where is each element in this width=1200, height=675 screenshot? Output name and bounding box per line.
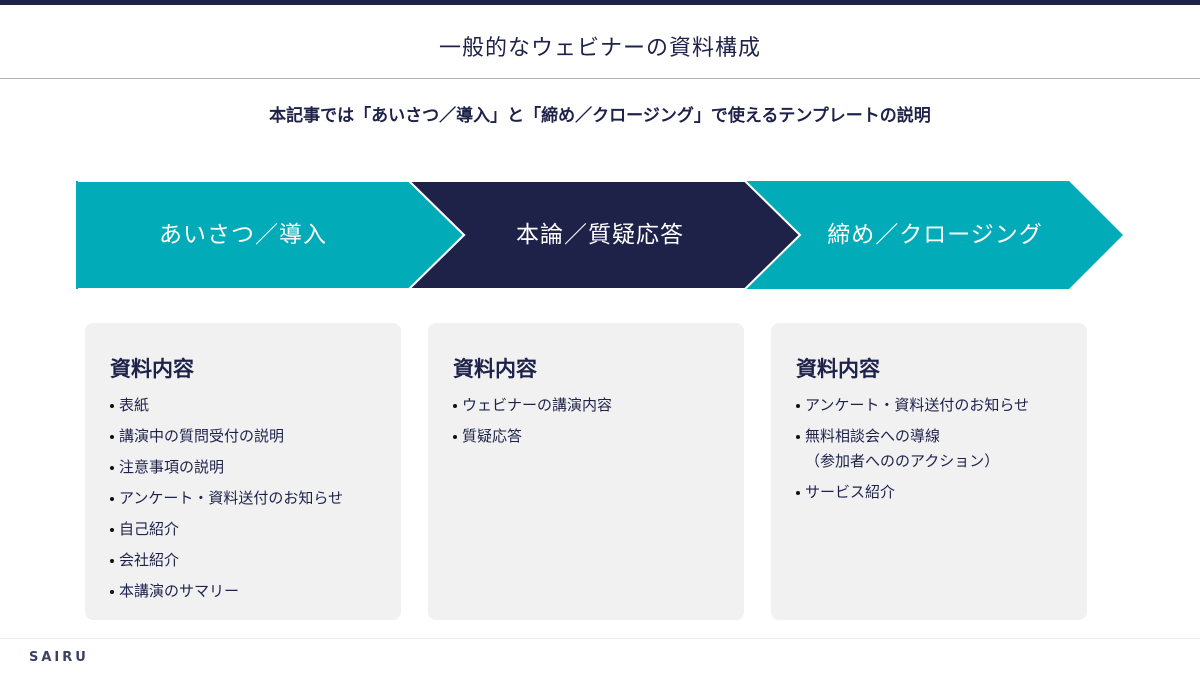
card-greeting-intro: 資料内容 表紙 講演中の質問受付の説明 注意事項の説明 アンケート・資料送付のお… [85,323,401,620]
list-item: 講演中の質問受付の説明 [109,424,343,449]
brand-logo: SAIRU [29,650,89,665]
list-item: 表紙 [109,393,343,418]
list-item-note: （参加者へののアクション） [805,452,1000,470]
card-item-list: ウェビナーの講演内容 質疑応答 [452,393,612,455]
card-heading: 資料内容 [453,357,537,381]
list-item: 質疑応答 [452,424,612,449]
step-2-label: 本論／質疑応答 [516,222,684,248]
list-item: サービス紹介 [795,480,1029,505]
list-item: 注意事項の説明 [109,455,343,480]
step-1-label: あいさつ／導入 [159,222,327,248]
list-item: アンケート・資料送付のお知らせ [795,393,1029,418]
card-main-qa: 資料内容 ウェビナーの講演内容 質疑応答 [428,323,744,620]
list-item-with-note: 無料相談会への導線 （参加者へののアクション） [795,424,1029,474]
title-divider [0,78,1200,79]
top-accent-bar [0,0,1200,5]
page-title: 一般的なウェビナーの資料構成 [438,36,761,61]
list-item: ウェビナーの講演内容 [452,393,612,418]
list-item: 会社紹介 [109,548,343,573]
card-heading: 資料内容 [110,357,194,381]
step-3-label: 締め／クロージング [827,222,1043,248]
card-item-list: アンケート・資料送付のお知らせ 無料相談会への導線 （参加者へののアクション） … [795,393,1029,511]
footer-divider [0,638,1200,639]
card-heading: 資料内容 [796,357,880,381]
list-item: 自己紹介 [109,517,343,542]
card-item-list: 表紙 講演中の質問受付の説明 注意事項の説明 アンケート・資料送付のお知らせ 自… [109,393,343,610]
card-closing: 資料内容 アンケート・資料送付のお知らせ 無料相談会への導線 （参加者へののアク… [771,323,1087,620]
page-subtitle: 本記事では「あいさつ／導入」と「締め／クロージング」で使えるテンプレートの説明 [269,106,931,126]
list-item-text: 無料相談会への導線 [805,427,941,445]
list-item: 本講演のサマリー [109,579,343,604]
list-item: アンケート・資料送付のお知らせ [109,486,343,511]
